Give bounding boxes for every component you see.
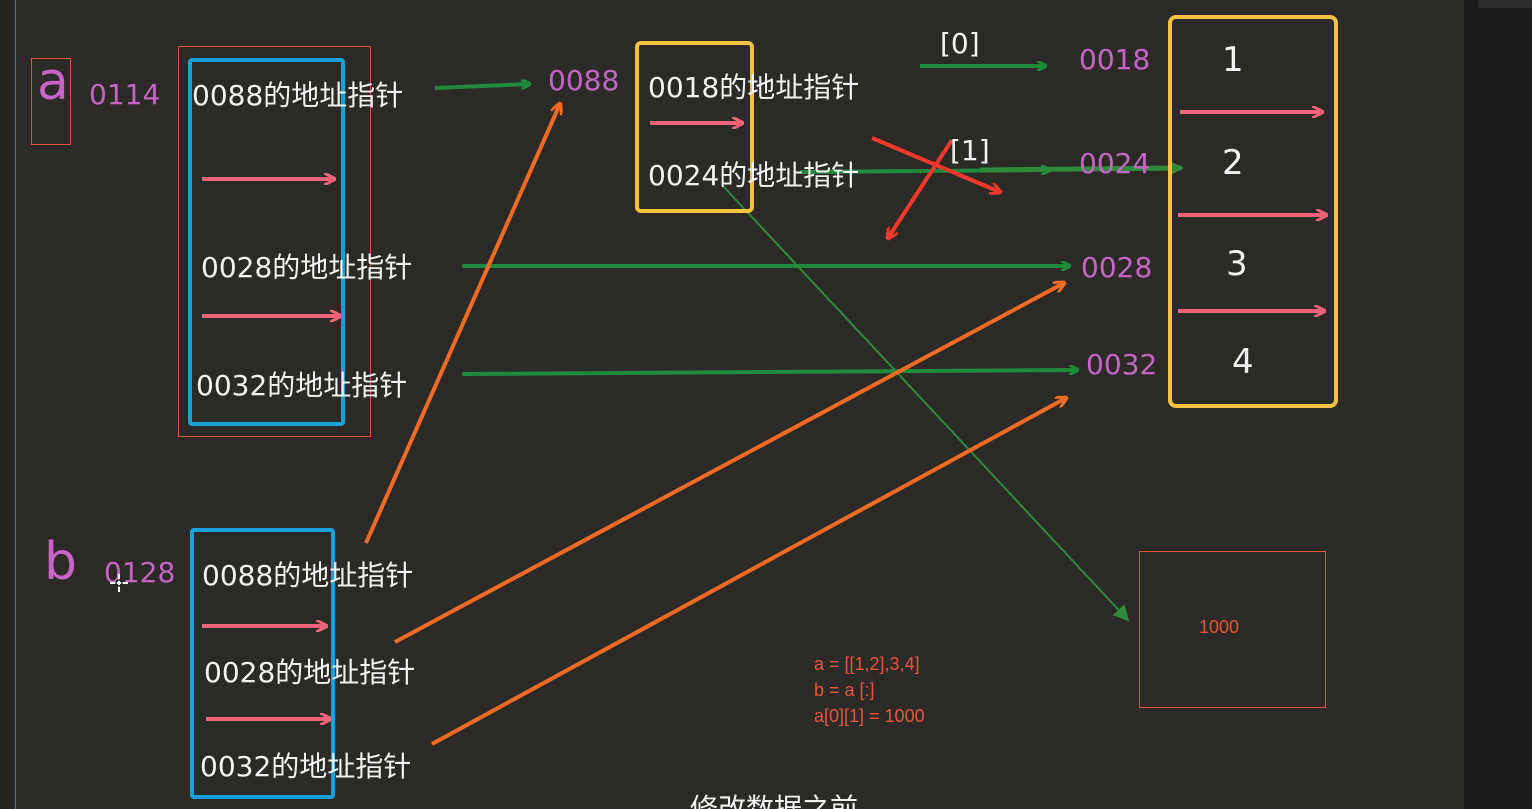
caption: 修改数据之前 — [690, 792, 859, 809]
mouse-cursor-icon — [110, 574, 128, 592]
inner-list-address: 0088 — [548, 64, 620, 97]
var-a-label: a — [37, 52, 69, 112]
arrow-0024-to-1000 — [721, 184, 1130, 622]
value-address-0018: 0018 — [1079, 43, 1151, 76]
var-a-address: 0114 — [89, 78, 161, 111]
index-label-0: [0] — [940, 27, 980, 60]
arrow-b2-to-0032 — [431, 398, 1066, 746]
inner-list-item-0: 0018的地址指针 — [648, 71, 860, 104]
list-b-item-1: 0028的地址指针 — [204, 656, 416, 689]
value-address-0028: 0028 — [1081, 251, 1153, 284]
list-b-item-2: 0032的地址指针 — [200, 750, 412, 783]
index-label-1: [1] — [950, 134, 990, 167]
list-b-item-0: 0088的地址指针 — [202, 559, 414, 592]
value-address-0024: 0024 — [1079, 147, 1151, 180]
inner-list-item-1: 0024的地址指针 — [648, 159, 860, 192]
red-arrow-down-left — [888, 138, 954, 238]
values-box — [1168, 15, 1338, 408]
new-value-label: 1000 — [1199, 617, 1240, 637]
list-a-outline — [178, 46, 371, 437]
list-a-box — [188, 58, 345, 426]
value-3: 3 — [1226, 244, 1248, 284]
value-1: 1 — [1222, 40, 1244, 80]
var-b-label: b — [44, 532, 78, 592]
list-a-item-0: 0088的地址指针 — [192, 79, 404, 112]
list-a-item-1: 0028的地址指针 — [201, 251, 413, 284]
arrow-b1-to-0028 — [394, 283, 1064, 644]
code-line-1: a = [[1,2],3,4] — [814, 654, 920, 674]
list-a-item-2: 0032的地址指针 — [196, 369, 408, 402]
arrow-a2-to-0032 — [461, 370, 1078, 376]
arrow-a0-to-0088 — [434, 84, 530, 90]
code-line-2: b = a [:] — [814, 680, 875, 700]
value-address-0032: 0032 — [1086, 348, 1158, 381]
new-value-box — [1139, 551, 1326, 708]
var-a-outline — [31, 58, 71, 145]
list-b-box — [190, 528, 335, 799]
arrow-0024-to-value2 — [979, 160, 1184, 177]
arrow-b0-to-0088 — [364, 104, 560, 544]
side-panel — [1464, 0, 1532, 809]
value-2: 2 — [1222, 143, 1244, 183]
side-panel-tab[interactable] — [1478, 0, 1532, 8]
code-line-3: a[0][1] = 1000 — [814, 706, 925, 726]
inner-list-box — [635, 41, 754, 213]
value-4: 4 — [1232, 342, 1254, 382]
